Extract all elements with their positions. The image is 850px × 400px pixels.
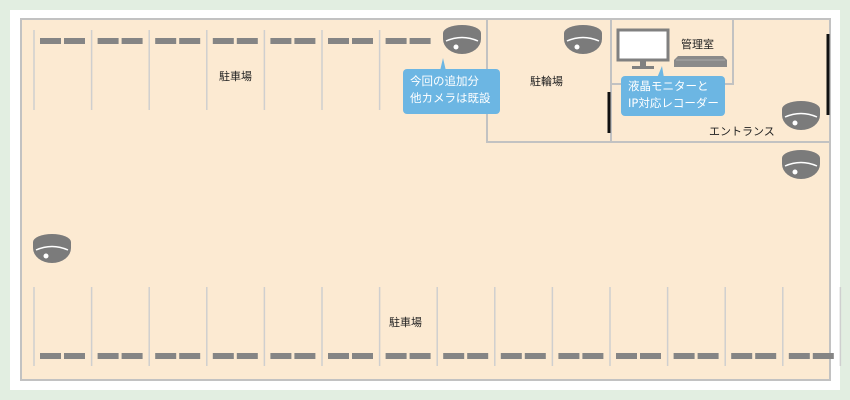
parking-stall-bottom: [155, 353, 201, 359]
callout-text: 液晶モニターと: [628, 79, 709, 93]
bicycle-parking-label: 駐輪場: [530, 75, 563, 88]
bicycle-parking-wall: [486, 19, 830, 143]
parking-stalls: [33, 30, 842, 366]
parking-stall-top: [155, 38, 201, 44]
parking-stall-bottom: [212, 353, 258, 359]
camera-icon: [782, 150, 820, 179]
callout-pointer: [440, 58, 446, 71]
parking-stall-bottom: [673, 353, 719, 359]
parking-stall-bottom: [558, 353, 604, 359]
parking-label-bottom: 駐車場: [389, 316, 422, 329]
callout-text: IP対応レコーダー: [628, 96, 719, 110]
management-room-label: 管理室: [681, 38, 714, 51]
parking-stall-top: [385, 38, 431, 44]
camera-icon: [33, 234, 71, 263]
camera-icon: [564, 25, 602, 54]
monitor-icon: [616, 28, 670, 69]
parking-stall-bottom: [616, 353, 661, 359]
camera-icon: [782, 101, 820, 130]
callout-pointer: [657, 66, 664, 78]
new-camera-callout: 今回の追加分 他カメラは既設: [403, 69, 500, 114]
parking-stall-top: [270, 38, 316, 44]
recorder-icon: [674, 56, 727, 67]
parking-stall-bottom: [731, 353, 777, 359]
parking-stall-bottom: [40, 353, 85, 359]
callout-text: 他カメラは既設: [410, 91, 491, 105]
callout-text: 今回の追加分: [410, 74, 479, 88]
parking-label-top: 駐車場: [219, 70, 252, 83]
parking-stall-top: [97, 38, 143, 44]
parking-stall-bottom: [500, 353, 546, 359]
recorder-callout: 液晶モニターと IP対応レコーダー: [621, 76, 725, 116]
parking-stall-bottom: [97, 353, 143, 359]
parking-stall-bottom: [443, 353, 489, 359]
parking-stall-top: [212, 38, 258, 44]
parking-stall-bottom: [385, 353, 431, 359]
parking-stall-top: [328, 38, 373, 44]
parking-stall-bottom: [788, 353, 834, 359]
parking-stall-bottom: [328, 353, 373, 359]
camera-icon: [443, 25, 481, 54]
entrance-label: エントランス: [709, 125, 775, 138]
parking-stall-bottom: [270, 353, 316, 359]
parking-stall-top: [40, 38, 85, 44]
